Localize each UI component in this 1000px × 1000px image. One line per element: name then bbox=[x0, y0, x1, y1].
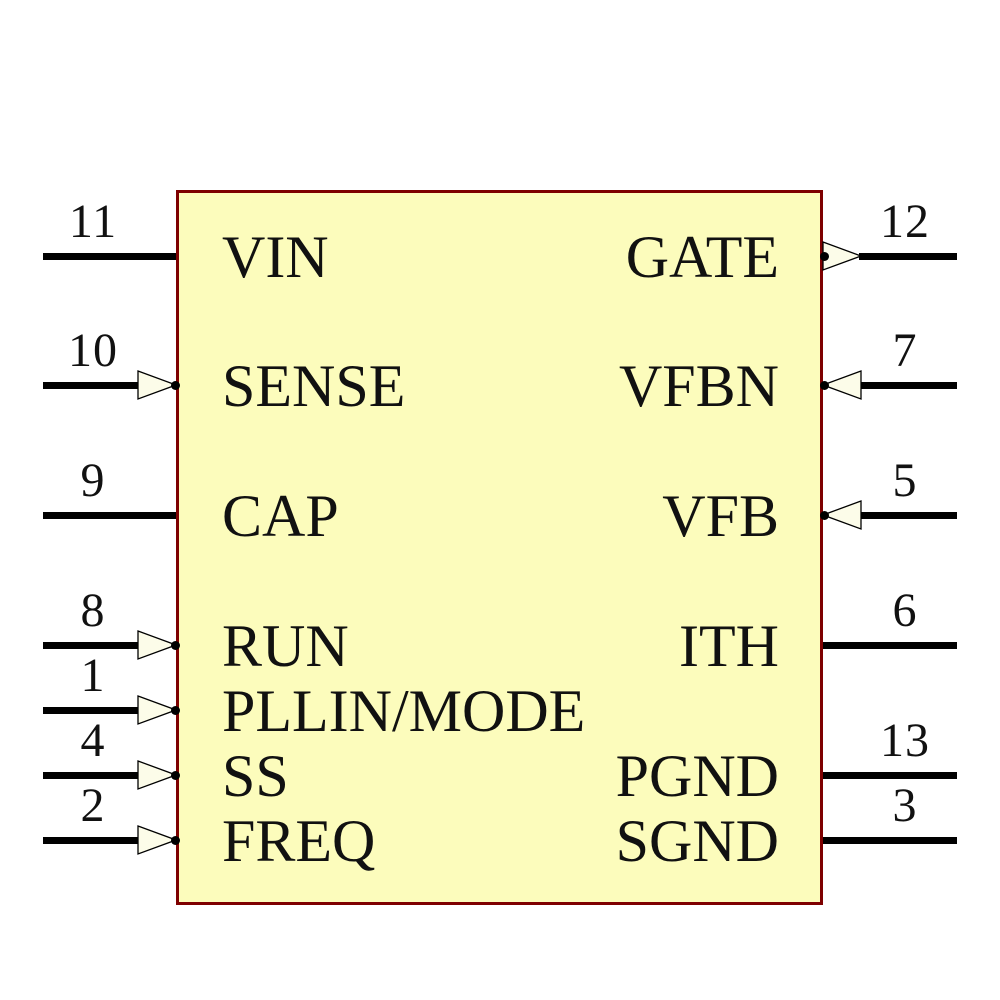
connection-dot bbox=[171, 835, 180, 845]
pin-label-freq: FREQ bbox=[222, 808, 376, 875]
pin-label-ss: SS bbox=[222, 743, 289, 810]
pin-label-sgnd: SGND bbox=[615, 808, 779, 875]
connection-dot bbox=[171, 640, 180, 650]
pin-wire bbox=[43, 641, 143, 649]
pin-wire bbox=[43, 706, 143, 714]
pin-wire bbox=[859, 511, 957, 519]
pin-label-ith: ITH bbox=[679, 613, 779, 680]
pin-wire bbox=[43, 836, 143, 844]
input-arrow-icon bbox=[137, 370, 177, 400]
pin-wire bbox=[43, 381, 143, 389]
pin-label-cap: CAP bbox=[222, 483, 339, 550]
pin-number: 4 bbox=[80, 714, 106, 767]
input-arrow-icon bbox=[137, 630, 177, 660]
pin-label-vin: VIN bbox=[222, 224, 329, 291]
pin-label-pgnd: PGND bbox=[615, 743, 779, 810]
pin-number: 13 bbox=[880, 714, 930, 767]
ic-symbol-body[interactable] bbox=[176, 190, 823, 905]
pin-wire bbox=[43, 511, 176, 519]
pin-number: 6 bbox=[892, 584, 918, 637]
pin-number: 9 bbox=[80, 454, 106, 507]
connection-dot bbox=[820, 251, 829, 261]
pin-number: 3 bbox=[892, 779, 918, 832]
pin-label-run: RUN bbox=[222, 613, 349, 680]
connection-dot bbox=[171, 380, 180, 390]
pin-wire bbox=[43, 252, 176, 260]
pin-wire bbox=[859, 381, 957, 389]
input-arrow-icon bbox=[137, 695, 177, 725]
pin-number: 12 bbox=[880, 195, 930, 248]
pin-label-gate: GATE bbox=[625, 224, 779, 291]
pin-wire bbox=[859, 252, 957, 260]
pin-number: 1 bbox=[80, 649, 106, 702]
pin-number: 10 bbox=[68, 324, 118, 377]
input-arrow-icon bbox=[137, 825, 177, 855]
connection-dot bbox=[820, 510, 829, 520]
pin-number: 11 bbox=[68, 195, 118, 248]
input-arrow-icon bbox=[137, 760, 177, 790]
pin-number: 5 bbox=[892, 454, 918, 507]
pin-number: 7 bbox=[892, 324, 918, 377]
pin-wire bbox=[823, 641, 957, 649]
connection-dot bbox=[171, 705, 180, 715]
pin-label-vfbn: VFBN bbox=[618, 353, 779, 420]
connection-dot bbox=[171, 770, 180, 780]
pin-label-vfb: VFB bbox=[662, 483, 779, 550]
input-arrow-icon bbox=[822, 500, 862, 530]
pin-label-sense: SENSE bbox=[222, 353, 406, 420]
pin-wire bbox=[43, 771, 143, 779]
pin-wire bbox=[823, 771, 957, 779]
pin-label-pllin-mode: PLLIN/MODE bbox=[222, 678, 586, 745]
pin-number: 2 bbox=[80, 779, 106, 832]
input-arrow-icon bbox=[822, 370, 862, 400]
pin-wire bbox=[823, 836, 957, 844]
connection-dot bbox=[820, 380, 829, 390]
pin-number: 8 bbox=[80, 584, 106, 637]
